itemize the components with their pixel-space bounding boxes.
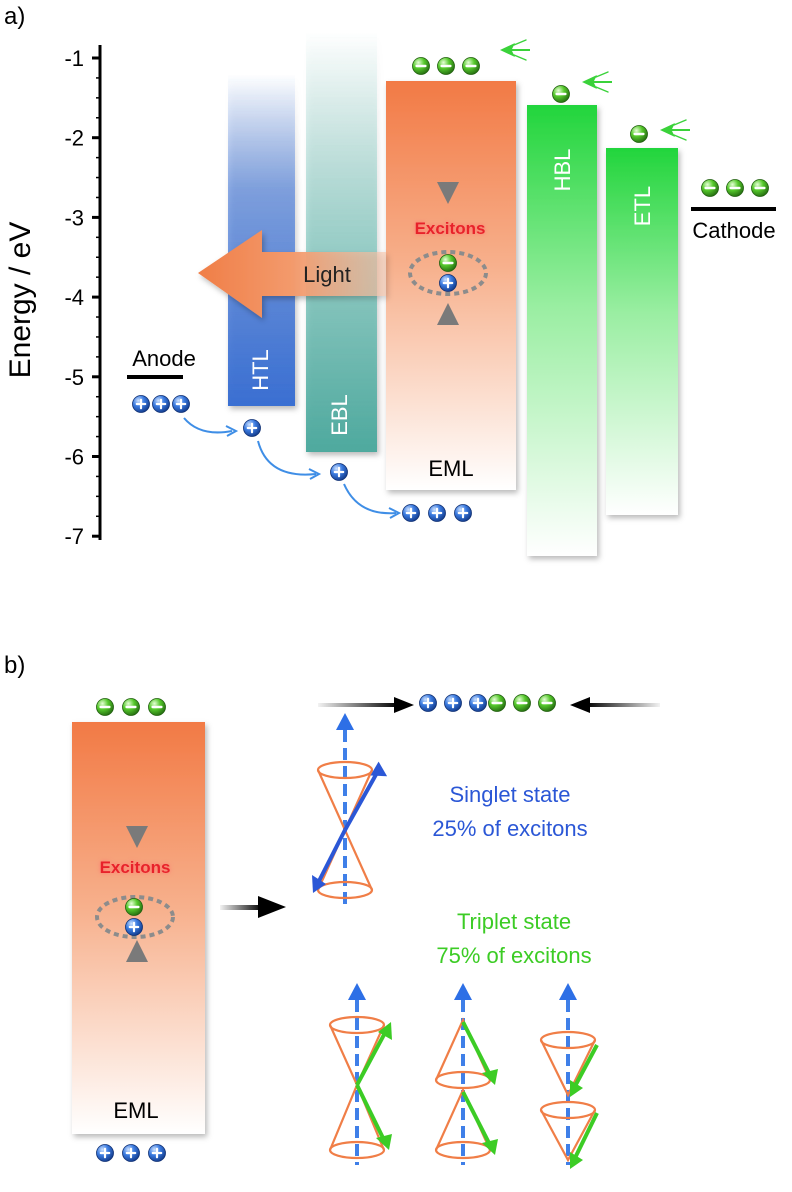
electron-icon (147, 697, 167, 717)
cathode-label: Cathode (692, 218, 775, 243)
htl-label: HTL (248, 349, 273, 391)
hole-icon (443, 693, 463, 713)
hole-icon (242, 418, 262, 438)
singlet-spin-diagram (312, 713, 388, 935)
hole-icon (438, 273, 458, 293)
electron-icon (512, 693, 532, 713)
ebl-bar (306, 32, 377, 452)
hbl-bar (527, 105, 597, 556)
hole-icon (401, 503, 421, 523)
electron-icon (436, 56, 456, 76)
electron-icon (124, 897, 144, 917)
energy-axis-ticks: -1 -2 -3 -4 -5 -6 -7 (64, 46, 100, 549)
hole-icon (468, 693, 488, 713)
triplet-state-percent: 75% of excitons (436, 943, 591, 968)
panel-a-label: a) (4, 3, 25, 30)
electron-icon (487, 693, 507, 713)
energy-axis: -1 -2 -3 -4 -5 -6 -7 Energy / eV (4, 45, 102, 549)
axis-tick-label: -7 (64, 524, 84, 549)
electron-icon (121, 697, 141, 717)
hole-icon (171, 394, 191, 414)
triplet-spin-2 (434, 983, 498, 1190)
electron-icon (537, 693, 557, 713)
charge-combination (318, 693, 660, 713)
axis-tick-label: -3 (64, 205, 84, 230)
singlet-state-title: Singlet state (449, 782, 570, 807)
triplet-state-title: Triplet state (457, 909, 571, 934)
electron-icon (438, 253, 458, 273)
electron-icon (629, 124, 649, 144)
exciton-ring (408, 250, 488, 296)
singlet-state-percent: 25% of excitons (432, 816, 587, 841)
panel-b-label: b) (4, 652, 25, 679)
electron-icon (95, 697, 115, 717)
light-label: Light (303, 262, 351, 287)
hole-icon (453, 503, 473, 523)
green-arrow-icon (499, 39, 531, 61)
ebl-label: EBL (327, 394, 352, 436)
anode-label: Anode (132, 346, 196, 371)
triplet-spin-diagrams (328, 983, 599, 1190)
green-arrow-icon (659, 119, 691, 141)
hole-icon (124, 917, 144, 937)
hole-icon (95, 1143, 115, 1163)
eml-exciton-group-a: Excitons (408, 96, 488, 412)
etl-label: ETL (630, 186, 655, 226)
hole-icon (131, 394, 151, 414)
eml-label: EML (113, 1098, 158, 1123)
electron-icon (750, 178, 770, 198)
axis-tick-label: -6 (64, 445, 84, 470)
hole-icon (418, 693, 438, 713)
axis-tick-label: -1 (64, 46, 84, 71)
axis-tick-label: -5 (64, 365, 84, 390)
hole-icon (427, 503, 447, 523)
arrow-up-icon (126, 940, 148, 962)
excitons-label: Excitons (100, 858, 171, 877)
eml-label: EML (428, 456, 473, 481)
etl-bar (606, 148, 678, 515)
axis-tick-label: -4 (64, 285, 84, 310)
energy-axis-label: Energy / eV (4, 222, 37, 379)
arrow-up-icon (437, 303, 459, 325)
electron-icon (551, 84, 571, 104)
axis-tick-label: -2 (64, 126, 84, 151)
electron-icon (725, 178, 745, 198)
arrow-down-icon (126, 826, 148, 848)
triplet-spin-3 (539, 983, 599, 1190)
eml-box-b: Excitons EML (72, 697, 205, 1163)
exciton-ring (95, 895, 175, 939)
green-arrow-icon (581, 71, 613, 93)
cathode: Cathode (691, 178, 776, 243)
electron-icon (700, 178, 720, 198)
transition-arrow (220, 896, 286, 918)
hole-icon (147, 1143, 167, 1163)
excitons-label: Excitons (415, 219, 486, 238)
electron-icon (411, 56, 431, 76)
hole-icon (121, 1143, 141, 1163)
anode: Anode (127, 346, 196, 414)
light-arrow: Light (198, 230, 386, 318)
hole-icon (151, 394, 171, 414)
electron-icon (461, 56, 481, 76)
arrow-down-icon (437, 182, 459, 204)
hbl-label: HBL (550, 149, 575, 192)
triplet-spin-1 (328, 983, 392, 1190)
hole-icon (329, 462, 349, 482)
hole-transport-path (183, 417, 402, 519)
